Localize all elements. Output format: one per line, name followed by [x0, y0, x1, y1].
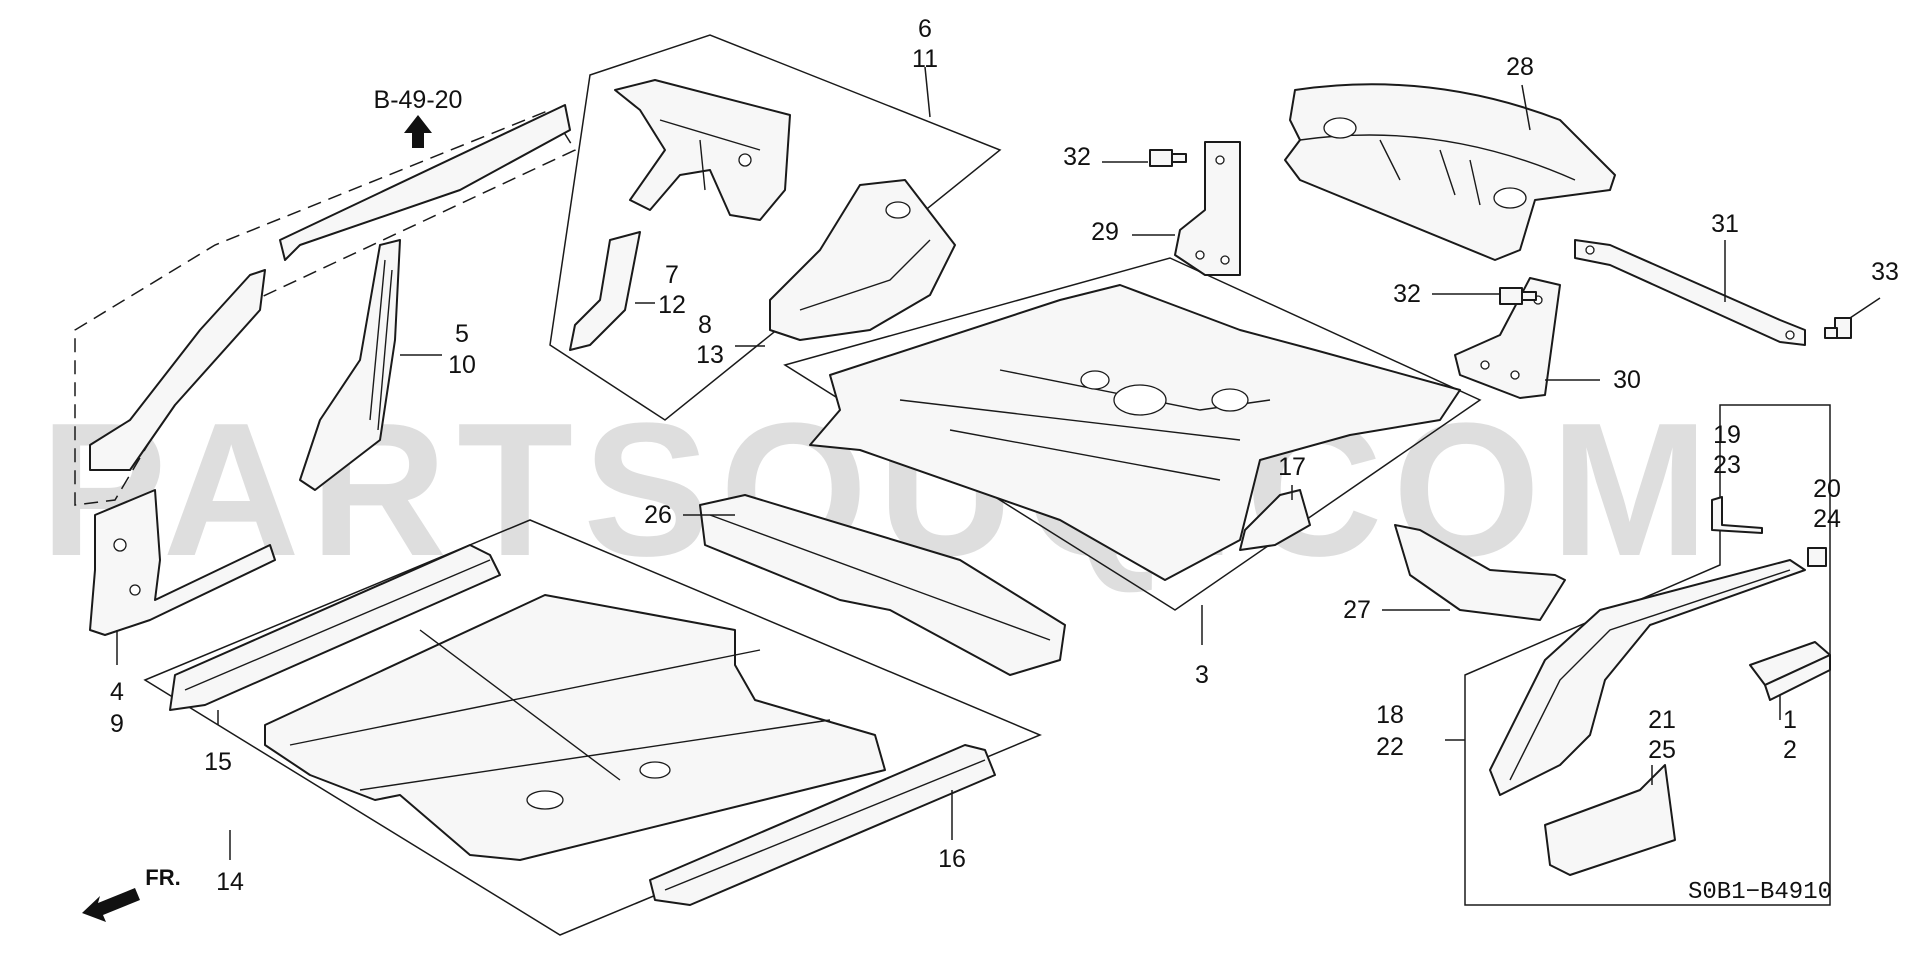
- callout-21: 21: [1648, 706, 1676, 734]
- callout-22: 22: [1376, 733, 1404, 761]
- callout-16: 16: [938, 845, 966, 873]
- leader-lines: [116, 66, 1881, 860]
- rear-panel-21-part: [1544, 764, 1676, 876]
- callout-26: 26: [644, 501, 672, 529]
- reference-label: B-49-20: [374, 86, 463, 114]
- front-arrow-icon: [82, 888, 140, 922]
- bar-31-part: [1574, 239, 1806, 346]
- callout-19: 19: [1713, 421, 1741, 449]
- callout-6: 6: [918, 15, 932, 43]
- cross-member-26-part: [699, 494, 1066, 676]
- clip-19-part: [1711, 496, 1763, 534]
- callout-11: 11: [912, 45, 938, 73]
- callout-9: 9: [110, 710, 124, 738]
- callout-10: 10: [448, 351, 476, 379]
- nut-20-part: [1807, 547, 1827, 567]
- pillar-inner-5-part: [299, 239, 401, 491]
- damper-8-part: [769, 179, 956, 341]
- bolt-32-lower: [1499, 287, 1537, 305]
- callout-3: 3: [1195, 661, 1209, 689]
- callout-20: 20: [1813, 475, 1841, 503]
- bolt-33: [1824, 317, 1852, 339]
- bolt-32-upper: [1149, 149, 1187, 167]
- callout-31: 31: [1711, 210, 1739, 238]
- drawing-code: S0B1−B4910: [1688, 879, 1832, 906]
- group-outline-front-floor: [143, 519, 1042, 936]
- callout-7: 7: [665, 261, 679, 289]
- callout-13: 13: [696, 341, 724, 369]
- reference-arrow: [404, 115, 432, 148]
- callout-4: 4: [110, 678, 124, 706]
- callout-23: 23: [1713, 451, 1741, 479]
- bracket-29-part: [1174, 141, 1241, 276]
- callout-25: 25: [1648, 736, 1676, 764]
- pillar-upper-part: [89, 104, 571, 471]
- callout-14: 14: [216, 868, 244, 896]
- callout-12: 12: [658, 291, 686, 319]
- callout-32-upper: 32: [1063, 143, 1091, 171]
- bracket-1-part: [1749, 641, 1831, 701]
- callout-18: 18: [1376, 701, 1404, 729]
- patch-17-part: [1239, 489, 1311, 551]
- callout-8: 8: [698, 311, 712, 339]
- pillar-lower-4-part: [89, 489, 276, 636]
- callout-24: 24: [1813, 505, 1841, 533]
- wheelhouse-6-part: [614, 79, 791, 221]
- rear-shelf-part: [1284, 83, 1616, 261]
- callout-28: 28: [1506, 53, 1534, 81]
- callout-30: 30: [1613, 366, 1641, 394]
- rear-frame-18-part: [1489, 559, 1806, 796]
- sill-16-part: [649, 744, 996, 906]
- callout-2: 2: [1783, 736, 1797, 764]
- group-outline-rear-floor: [783, 257, 1482, 611]
- stiffener-7-part: [569, 231, 641, 351]
- group-outline-rear-frame: [1464, 404, 1831, 906]
- callout-27: 27: [1343, 596, 1371, 624]
- sill-15-part: [169, 544, 501, 711]
- callout-32-lower: 32: [1393, 280, 1421, 308]
- front-floor-14-part: [264, 594, 886, 861]
- rear-floor-3-part: [809, 284, 1461, 581]
- callout-5: 5: [455, 320, 469, 348]
- panel-27-part: [1394, 524, 1566, 621]
- callout-1: 1: [1783, 706, 1797, 734]
- callout-15: 15: [204, 748, 232, 776]
- callout-33: 33: [1871, 258, 1899, 286]
- callout-17: 17: [1278, 453, 1306, 481]
- front-marker-label: FR.: [145, 865, 180, 890]
- callout-29: 29: [1091, 218, 1119, 246]
